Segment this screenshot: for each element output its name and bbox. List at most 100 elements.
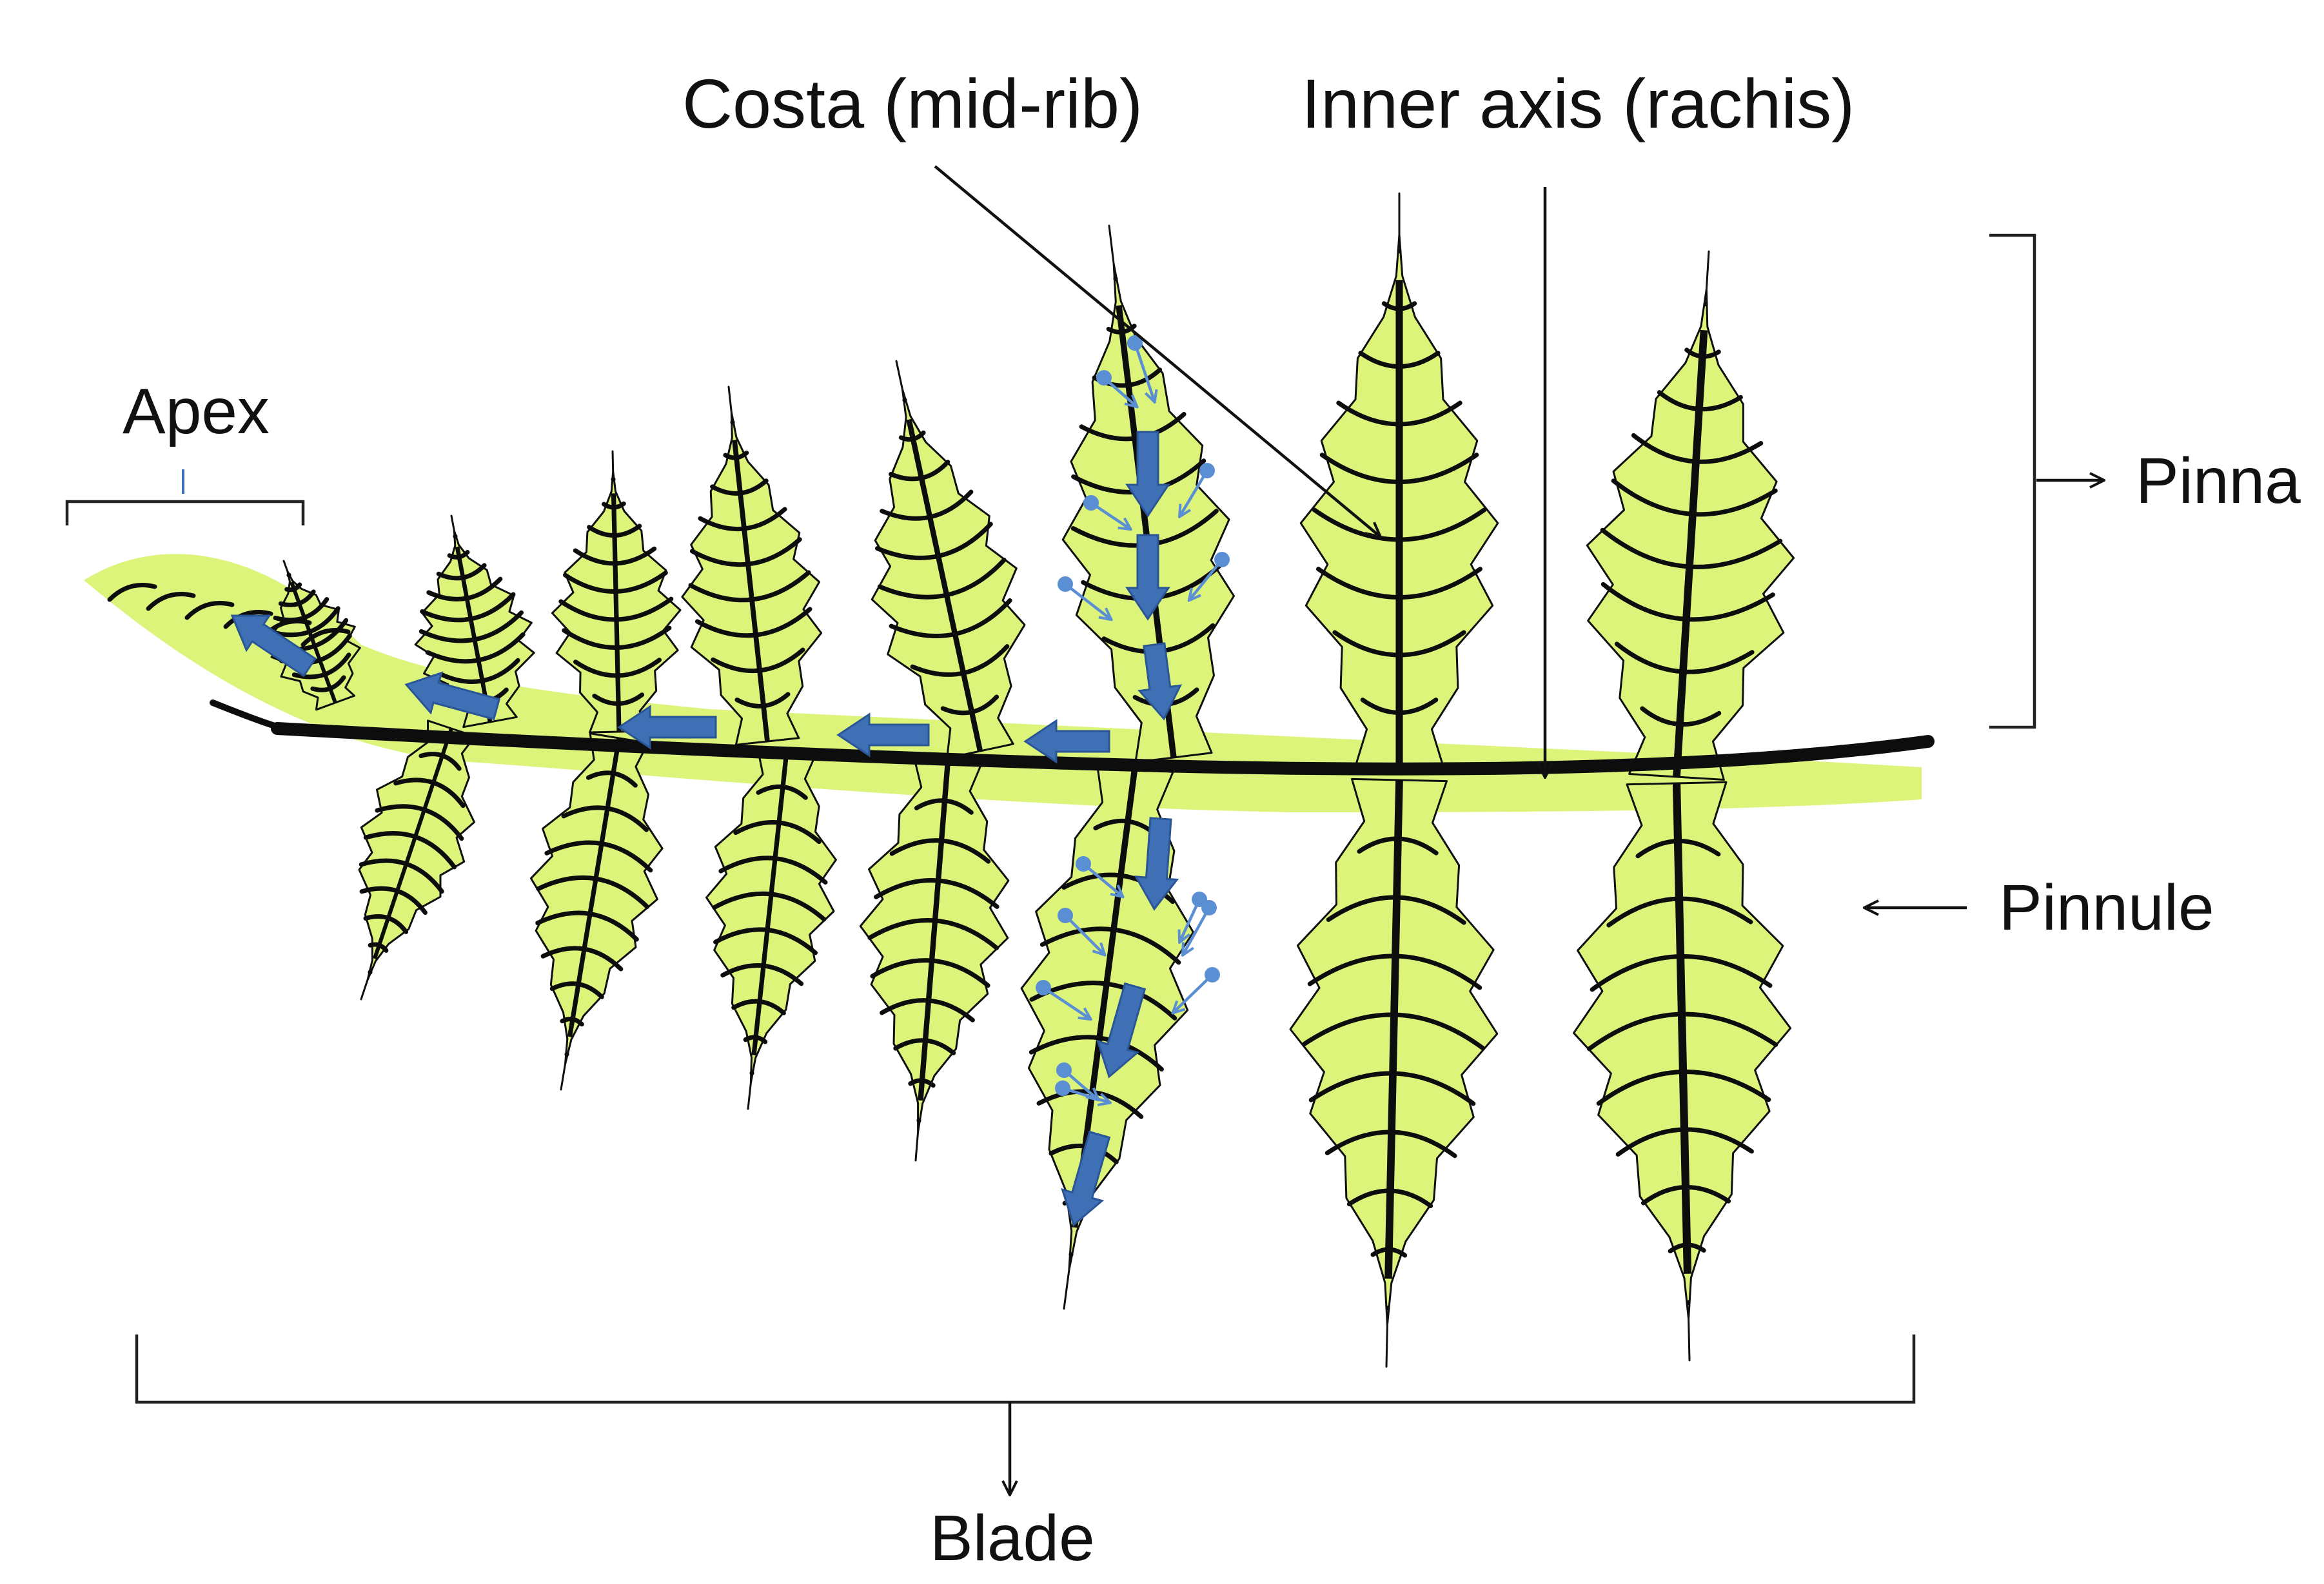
pinnule-vein xyxy=(961,644,1010,676)
pinnule-vein xyxy=(944,558,1007,598)
pinnule-vein xyxy=(1093,818,1130,830)
pinnule-vein xyxy=(910,664,966,677)
flow-arrow xyxy=(1134,817,1179,911)
pinnule-vein xyxy=(936,522,993,558)
pinnule-vein xyxy=(576,982,604,999)
pinna-costa xyxy=(373,728,453,959)
pinnule-vein xyxy=(1684,1242,1706,1253)
pinnule-vein xyxy=(419,752,445,758)
pinnule-vein xyxy=(923,1038,956,1055)
pinnule-vein xyxy=(939,838,991,864)
pinnule-vein xyxy=(592,693,621,706)
pinnule-vein xyxy=(1106,326,1125,335)
pinnule-vein xyxy=(940,706,974,716)
pinna-costa xyxy=(1673,329,1708,777)
pinnule-vein xyxy=(720,963,766,978)
pinnule-vein xyxy=(1029,1035,1102,1055)
pinnule-vein xyxy=(1640,1185,1688,1206)
pinnule-vein xyxy=(742,507,787,531)
pinnule-vein xyxy=(870,958,934,979)
pinnule-vein xyxy=(468,592,516,621)
apex-vein xyxy=(146,592,196,611)
transport-arrow xyxy=(1180,899,1201,941)
pinnule-vein xyxy=(1388,1188,1433,1208)
pinnule-vein xyxy=(363,914,391,921)
pinnule-vein xyxy=(1061,872,1123,890)
transport-arrow xyxy=(1062,1086,1109,1102)
pinnule-vein xyxy=(688,583,754,603)
pinnule-vein xyxy=(377,943,389,953)
pinnule-vein xyxy=(359,858,409,867)
pinnule-vein xyxy=(1590,954,1683,992)
transport-arrow xyxy=(1174,973,1214,1012)
pinnule-vein xyxy=(1684,347,1705,359)
pinnule-vein xyxy=(889,472,924,482)
pinnule-vein xyxy=(1614,641,1686,674)
pinnule-vein xyxy=(875,546,941,560)
pinnule-vein xyxy=(1029,981,1109,1002)
pinnule-vein xyxy=(593,876,649,909)
pinnule-vein xyxy=(893,1038,928,1051)
pinnule-vein xyxy=(1039,926,1116,947)
pinnule-vein xyxy=(932,918,1000,950)
pinnule-vein xyxy=(1693,441,1764,464)
transport-arrow xyxy=(1082,863,1122,896)
pinnule-vein xyxy=(1397,400,1462,427)
pinna-costa xyxy=(751,750,789,1056)
pinnule-vein xyxy=(573,548,618,566)
pinnule-vein xyxy=(599,841,653,873)
fern-leaf xyxy=(84,192,1922,1368)
rachis-tip xyxy=(210,699,287,732)
apex-vein xyxy=(107,583,157,602)
pinnule-vein xyxy=(544,840,604,856)
flow-arrows xyxy=(230,335,1230,1227)
pinnule-vein xyxy=(723,453,739,460)
pinnule-vein xyxy=(733,820,782,836)
pinnule-vein xyxy=(1600,582,1689,621)
pinnule-vein xyxy=(613,571,668,594)
pinnule-vein xyxy=(1640,706,1682,727)
pinnule-vein xyxy=(317,633,352,663)
pinnule-vein xyxy=(1049,1143,1088,1156)
pinnule-vein xyxy=(1397,698,1439,715)
pinnule-vein xyxy=(1397,630,1466,658)
transport-arrow xyxy=(1190,558,1223,600)
pinnule-vein xyxy=(426,590,469,601)
pinnule-vein xyxy=(1606,896,1682,928)
pinnule-vein xyxy=(889,623,958,639)
pinnule-vein xyxy=(1615,1127,1687,1157)
rachis-stem xyxy=(210,699,1935,776)
pinnule-vein xyxy=(602,502,616,510)
apex-vein xyxy=(184,601,235,620)
rachis xyxy=(271,722,1935,776)
pinnule-vein xyxy=(1678,953,1773,988)
pinna-costa xyxy=(611,493,622,732)
pinnule-vein xyxy=(422,807,464,841)
pinnule-vein xyxy=(1332,630,1402,658)
pinnule-vein xyxy=(587,912,639,942)
pinnule-vein xyxy=(889,838,944,856)
pinnule-vein xyxy=(927,489,974,520)
pinnule-vein xyxy=(425,650,481,664)
flow-arrow xyxy=(617,705,717,750)
apex-label: Apex xyxy=(123,375,270,447)
pinnule-vein xyxy=(1308,1071,1395,1102)
pinnule-vein xyxy=(1312,507,1402,542)
pinnule-vein xyxy=(613,546,657,566)
pinnule-vein xyxy=(558,599,619,622)
pinnule-vein xyxy=(404,861,444,894)
apex-vein xyxy=(300,628,351,647)
flow-arrow xyxy=(836,712,930,758)
pinnule-vein xyxy=(440,753,462,771)
pinnule-vein xyxy=(436,571,466,581)
pinna-label: Pinna xyxy=(2136,445,2301,517)
pinnule-vein xyxy=(615,625,672,650)
pinna-costa xyxy=(567,738,622,1037)
apex-bracket xyxy=(65,500,305,525)
pinnule-vein xyxy=(753,607,812,638)
pinnule-vein xyxy=(1397,351,1441,369)
pinnule-vein xyxy=(919,460,950,480)
pinnule-vein xyxy=(769,892,827,922)
blade-label: Blade xyxy=(930,1502,1095,1574)
